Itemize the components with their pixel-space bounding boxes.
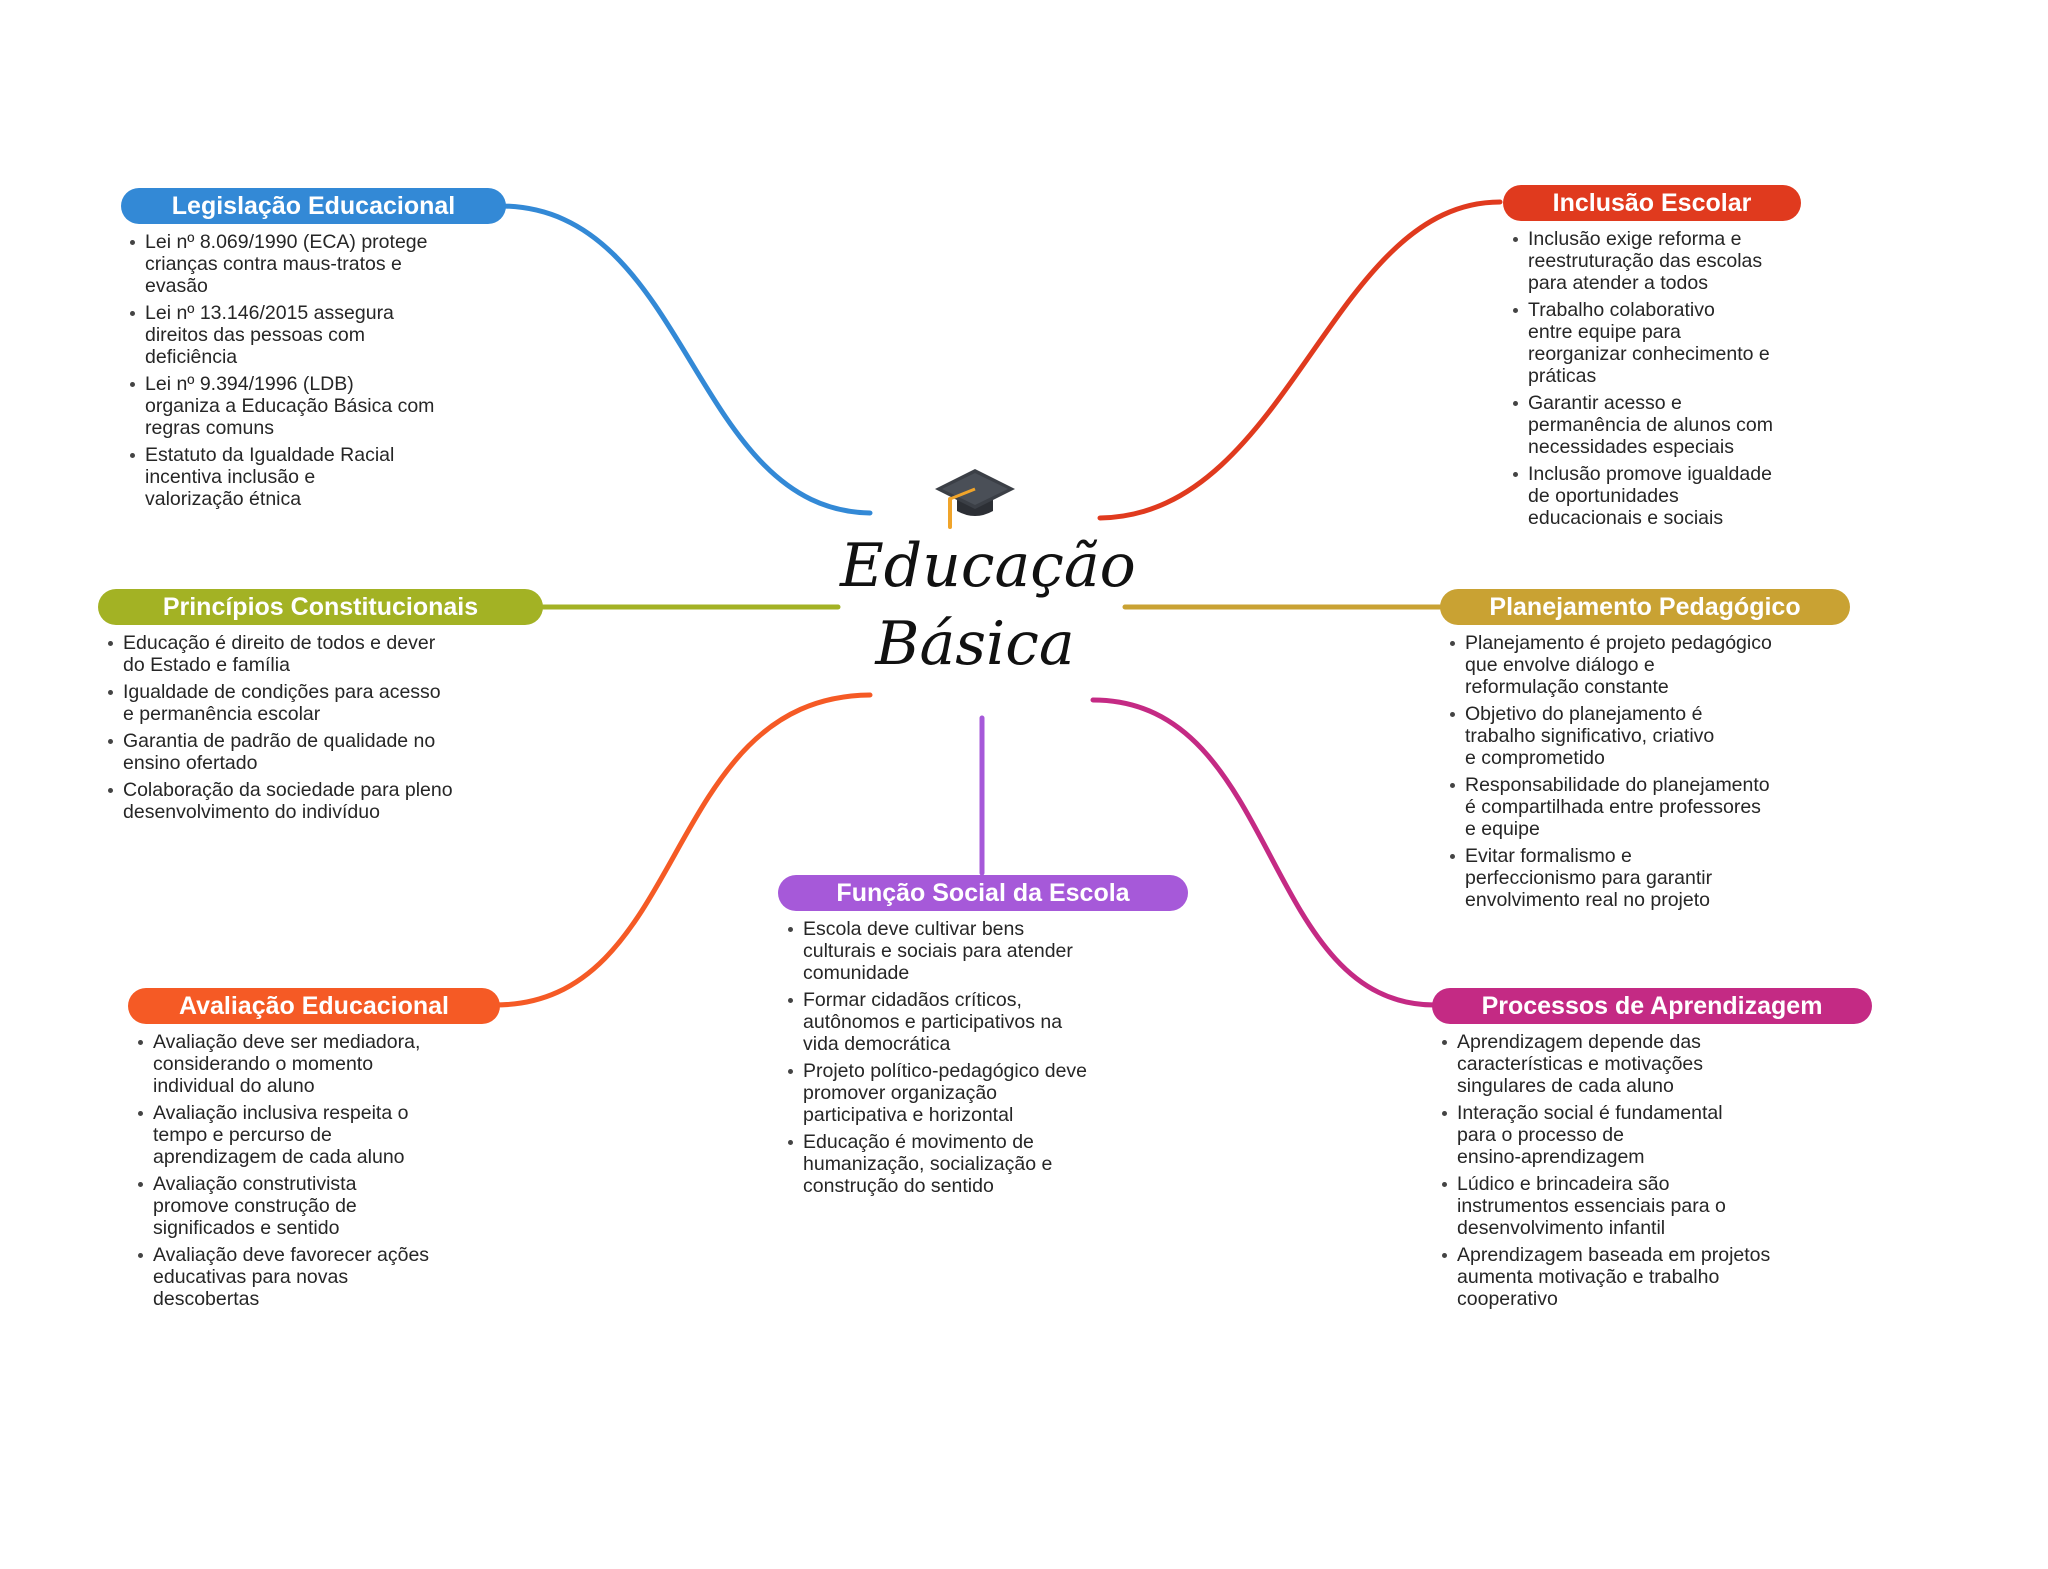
bullet-list-planejamento: Planejamento é projeto pedagógico que en…	[1447, 632, 1847, 916]
list-item: Trabalho colaborativo entre equipe para …	[1510, 299, 1850, 387]
topic-avaliacao-educacional[interactable]: Avaliação Educacional	[128, 988, 500, 1024]
list-item: Responsabilidade do planejamento é compa…	[1447, 774, 1847, 840]
list-item: Avaliação construtivista promove constru…	[135, 1173, 505, 1239]
graduation-cap-icon	[935, 469, 1015, 529]
topic-inclusao-escolar[interactable]: Inclusão Escolar	[1503, 185, 1801, 221]
list-item: Planejamento é projeto pedagógico que en…	[1447, 632, 1847, 698]
topic-funcao-social-da-escola[interactable]: Função Social da Escola	[778, 875, 1188, 911]
list-item: Lei nº 8.069/1990 (ECA) protege crianças…	[127, 231, 507, 297]
list-item: Estatuto da Igualdade Racial incentiva i…	[127, 444, 507, 510]
list-item: Educação é direito de todos e dever do E…	[105, 632, 545, 676]
list-item: Inclusão exige reforma e reestruturação …	[1510, 228, 1850, 294]
topic-planejamento-pedagogico[interactable]: Planejamento Pedagógico	[1440, 589, 1850, 625]
topic-processos-de-aprendizagem[interactable]: Processos de Aprendizagem	[1432, 988, 1872, 1024]
list-item: Aprendizagem baseada em projetos aumenta…	[1439, 1244, 1859, 1310]
list-item: Aprendizagem depende das características…	[1439, 1031, 1859, 1097]
bullet-list-funcao: Escola deve cultivar bens culturais e so…	[785, 918, 1165, 1202]
list-item: Garantia de padrão de qualidade no ensin…	[105, 730, 545, 774]
bullet-list-inclusao: Inclusão exige reforma e reestruturação …	[1510, 228, 1850, 534]
topic-legislacao-educacional[interactable]: Legislação Educacional	[121, 188, 506, 224]
list-item: Inclusão promove igualdade de oportunida…	[1510, 463, 1850, 529]
topic-principios-constitucionais[interactable]: Princípios Constitucionais	[98, 589, 543, 625]
list-item: Evitar formalismo e perfeccionismo para …	[1447, 845, 1847, 911]
list-item: Lei nº 13.146/2015 assegura direitos das…	[127, 302, 507, 368]
list-item: Avaliação deve favorecer ações educativa…	[135, 1244, 505, 1310]
topic-label-text: Planejamento Pedagógico	[1489, 593, 1801, 621]
list-item: Projeto político-pedagógico deve promove…	[785, 1060, 1165, 1126]
bullet-list-principios: Educação é direito de todos e dever do E…	[105, 632, 545, 828]
topic-label-text: Princípios Constitucionais	[162, 593, 479, 621]
topic-label-text: Processos de Aprendizagem	[1481, 992, 1823, 1020]
list-item: Lúdico e brincadeira são instrumentos es…	[1439, 1173, 1859, 1239]
connector-inclusao	[1097, 199, 1503, 521]
bullet-list-legislacao: Lei nº 8.069/1990 (ECA) protege crianças…	[127, 231, 507, 515]
list-item: Garantir acesso e permanência de alunos …	[1510, 392, 1850, 458]
bullet-list-processos: Aprendizagem depende das características…	[1439, 1031, 1859, 1315]
topic-label-text: Avaliação Educacional	[178, 992, 450, 1020]
list-item: Avaliação inclusiva respeita o tempo e p…	[135, 1102, 505, 1168]
list-item: Escola deve cultivar bens culturais e so…	[785, 918, 1165, 984]
central-topic[interactable]: Educação Básica	[840, 455, 1136, 705]
bullet-list-avaliacao: Avaliação deve ser mediadora, consideran…	[135, 1031, 505, 1315]
list-item: Objetivo do planejamento é trabalho sign…	[1447, 703, 1847, 769]
list-item: Interação social é fundamental para o pr…	[1439, 1102, 1859, 1168]
topic-label-text: Função Social da Escola	[836, 879, 1130, 907]
topic-label-text: Inclusão Escolar	[1552, 189, 1752, 217]
connector-legislacao	[497, 203, 873, 516]
topic-label-text: Legislação Educacional	[171, 192, 456, 220]
list-item: Avaliação deve ser mediadora, consideran…	[135, 1031, 505, 1097]
list-item: Educação é movimento de humanização, soc…	[785, 1131, 1165, 1197]
connector-processos	[1090, 697, 1438, 1008]
list-item: Igualdade de condições para acesso e per…	[105, 681, 545, 725]
list-item: Colaboração da sociedade para pleno dese…	[105, 779, 545, 823]
connector-avaliacao	[492, 692, 873, 1008]
list-item: Formar cidadãos críticos, autônomos e pa…	[785, 989, 1165, 1055]
central-topic-title: Educação Básica	[840, 531, 1136, 679]
list-item: Lei nº 9.394/1996 (LDB) organiza a Educa…	[127, 373, 507, 439]
